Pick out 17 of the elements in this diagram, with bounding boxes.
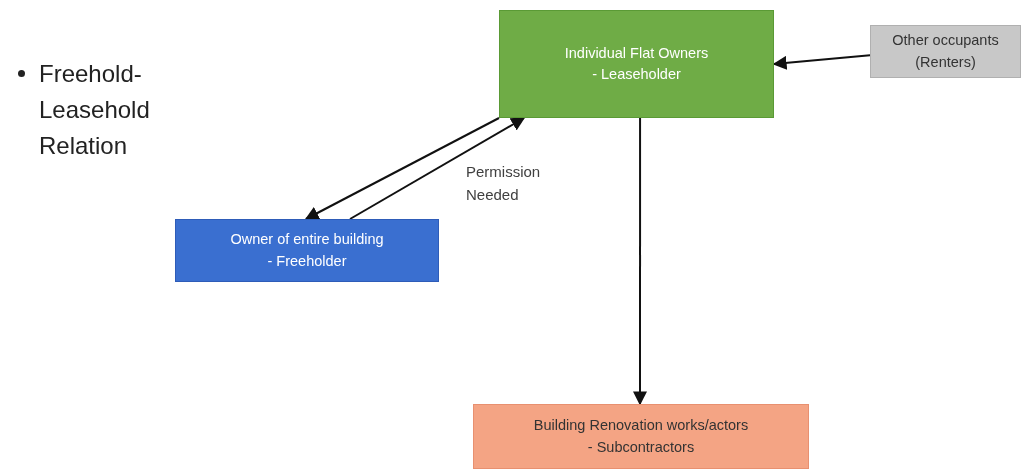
occupants-box [870,25,1021,78]
arrow [304,117,500,220]
arrow [349,117,526,220]
freeholder-box [175,219,439,282]
node-text: - Leaseholder [592,65,681,84]
arrow [772,54,871,70]
node-text: Owner of entire building [230,230,384,250]
node-text: - Freeholder [267,251,347,271]
arrow [633,117,647,406]
contractors-box [473,404,809,469]
node-text: - Subcontractors [587,437,695,457]
node-text: (Renters) [915,52,976,72]
node-text: Individual Flat Owners [564,44,709,63]
bullet-text: Freehold-Leasehold Relation [39,59,151,161]
node-text: Other occupants [892,31,999,51]
node-text: Building Renovation works/actors [533,416,749,436]
leaseholder-box [499,10,774,118]
